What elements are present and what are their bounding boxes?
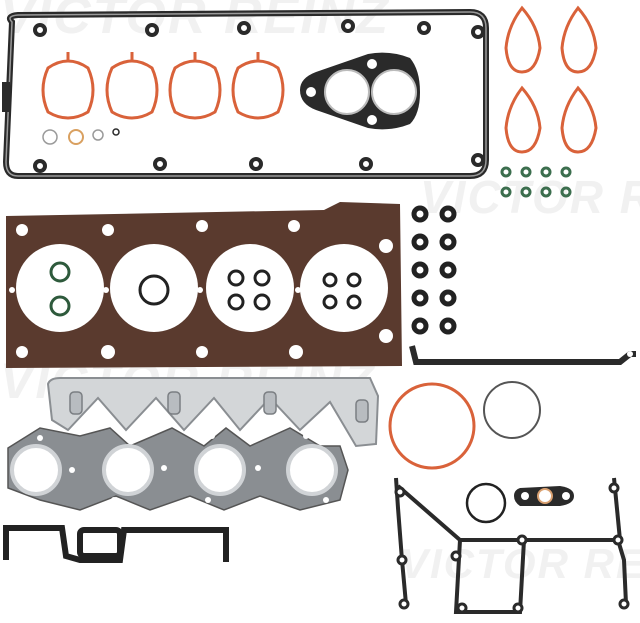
spark-plug-tube-seals (504, 5, 598, 154)
intake-port-gaskets (41, 52, 285, 120)
rail-seal-strip (409, 345, 636, 365)
two-bolt-flange-gasket (514, 486, 574, 506)
exhaust-manifold-gasket (7, 427, 349, 511)
heat-shield (46, 377, 380, 448)
valve-stem-seals (411, 205, 457, 335)
timing-cover-gasket (394, 477, 630, 614)
green-o-rings (500, 166, 572, 198)
water-pipe-gasket (3, 525, 229, 563)
small-o-ring (465, 482, 507, 524)
exhaust-flange-gasket (300, 52, 420, 130)
watermark-right: VICTOR REINZ (420, 171, 640, 223)
valve-cover-gasket (2, 8, 489, 179)
small-o-rings (42, 128, 120, 145)
watermark-top: VICTOR REINZ (0, 0, 390, 45)
cylinder-head-gasket (6, 202, 402, 368)
large-o-rings (388, 381, 541, 470)
